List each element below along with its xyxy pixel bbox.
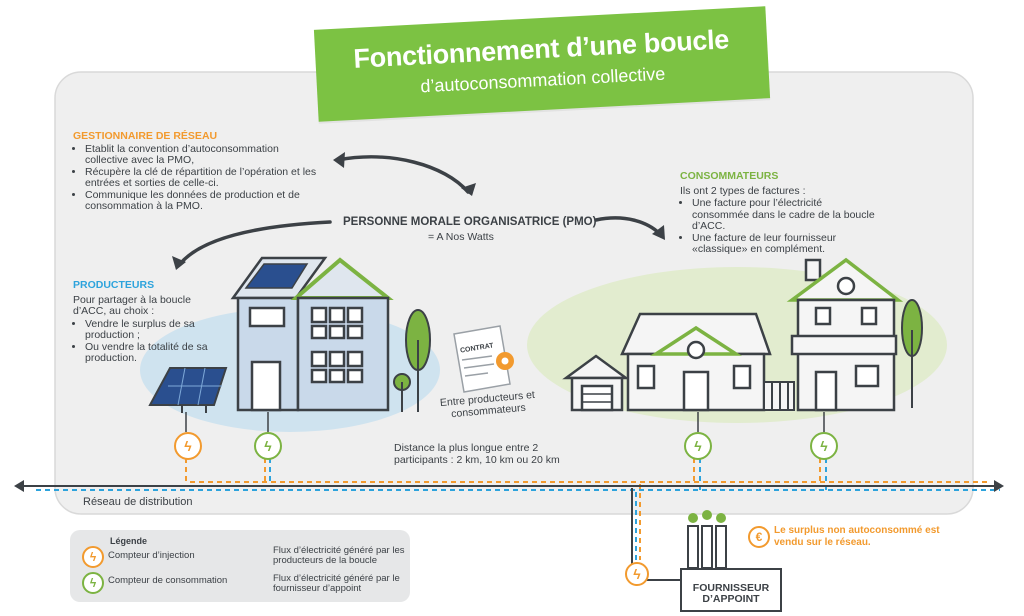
consumer-garage <box>562 354 630 412</box>
producer-building <box>230 256 394 412</box>
injection-meter-icon: ϟ <box>625 562 649 586</box>
fournisseur-label: FOURNISSEUR D’APPOINT <box>692 582 770 605</box>
producteurs-section: PRODUCTEURS Pour partager à la boucle d’… <box>73 279 223 365</box>
consumption-meter-icon: ϟ <box>684 432 712 460</box>
reseau-label: Réseau de distribution <box>83 496 193 508</box>
contract-document <box>453 325 514 393</box>
injection-meter-icon: ϟ <box>174 432 202 460</box>
pmo-subtitle: = A Nos Watts <box>428 231 494 243</box>
gestionnaire-item: Communique les données de production et … <box>85 189 323 213</box>
pmo-title: PERSONNE MORALE ORGANISATRICE (PMO) <box>343 216 597 228</box>
euro-icon: € <box>748 526 770 548</box>
surplus-text: Le surplus non autoconsommé est vendu su… <box>774 525 940 548</box>
tree-producer <box>393 309 431 412</box>
gestionnaire-item: Etablit la convention d’autoconsommation… <box>85 143 323 167</box>
consommateurs-item: Une facture pour l’électricité consommée… <box>692 197 875 233</box>
fence <box>763 381 795 411</box>
fournisseur-box: FOURNISSEUR D’APPOINT <box>680 568 782 612</box>
consumption-meter-icon: ϟ <box>254 432 282 460</box>
arrow-pmo-producteurs <box>178 220 332 266</box>
legend-injection: Compteur d’injection <box>108 550 195 561</box>
consumer-house-tall <box>786 257 904 412</box>
distance-text: Distance la plus longue entre 2 particip… <box>394 442 560 466</box>
producteurs-heading: PRODUCTEURS <box>73 279 155 291</box>
consommateurs-heading: CONSOMMATEURS <box>680 170 779 182</box>
producteurs-intro: Pour partager à la boucle d’ACC, au choi… <box>73 293 191 317</box>
arrow-gestionnaire-pmo <box>336 155 470 194</box>
legend-flux-producteurs: Flux d’électricité généré par les produc… <box>273 545 405 566</box>
consumer-house-large <box>620 312 772 412</box>
consumption-meter-icon: ϟ <box>82 572 104 594</box>
consumption-meter-icon: ϟ <box>810 432 838 460</box>
producteurs-item: Ou vendre la totalité de sa production. <box>85 341 223 365</box>
gestionnaire-item: Récupère la clé de répartition de l’opér… <box>85 166 323 190</box>
gestionnaire-heading: GESTIONNAIRE DE RÉSEAU <box>73 130 218 142</box>
legend-title: Légende <box>110 536 148 546</box>
legend-consommation: Compteur de consommation <box>108 575 228 586</box>
legend: Légende ϟ Compteur d’injection ϟ Compteu… <box>70 530 410 602</box>
consommateurs-section: CONSOMMATEURS Ils ont 2 types de facture… <box>680 170 875 256</box>
injection-meter-icon: ϟ <box>82 546 104 568</box>
ground-solar-panel <box>148 367 228 413</box>
consommateurs-item: Une facture de leur fournisseur «classiq… <box>692 232 875 256</box>
consommateurs-intro: Ils ont 2 types de factures : <box>680 184 806 197</box>
producteurs-item: Vendre le surplus de sa production ; <box>85 318 223 342</box>
legend-flux-fournisseur: Flux d’électricité généré par le fournis… <box>273 573 400 594</box>
tree-consumer <box>901 299 923 408</box>
gestionnaire-section: GESTIONNAIRE DE RÉSEAU Etablit la conven… <box>73 130 323 213</box>
factory-chimneys <box>687 510 727 569</box>
